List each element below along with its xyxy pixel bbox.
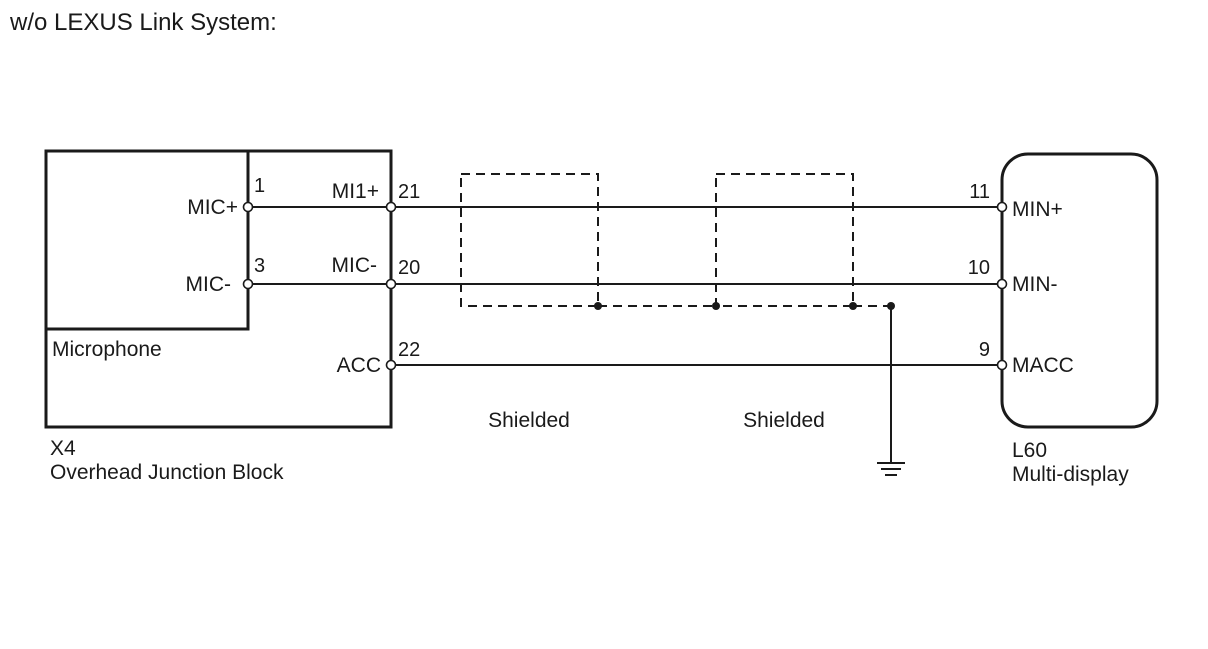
md-pin-number: 11 — [969, 181, 990, 203]
ground-icon — [877, 306, 905, 476]
diagram-title: w/o LEXUS Link System: — [9, 9, 277, 36]
junction-block-name: Overhead Junction Block — [50, 461, 284, 484]
shield-box-1 — [460, 173, 599, 307]
junction-block-code: X4 — [50, 437, 76, 460]
terminal-jb-21 — [385, 201, 397, 213]
md-pin-label: MIN- — [1012, 273, 1058, 296]
mic-pin-label: MIC- — [186, 273, 232, 296]
jb-pin-label: MIC- — [332, 254, 378, 277]
jb-pin-number: 22 — [398, 339, 420, 361]
mic-pin-number: 3 — [254, 255, 265, 277]
terminal-jb-22 — [385, 359, 397, 371]
md-pin-number: 9 — [979, 339, 990, 361]
shield-joint-dot-1 — [594, 302, 602, 310]
shield-box-2 — [715, 173, 854, 307]
terminal-mic-plus — [242, 201, 254, 213]
shield-label: Shielded — [488, 409, 570, 432]
md-pin-label: MIN+ — [1012, 198, 1063, 221]
shield-label: Shielded — [743, 409, 825, 432]
terminal-md-9 — [996, 359, 1008, 371]
multi-display-code: L60 — [1012, 439, 1047, 462]
mic-pin-number: 1 — [254, 175, 265, 197]
md-pin-label: MACC — [1012, 354, 1074, 377]
shield-joint-dot-2 — [712, 302, 720, 310]
terminal-md-10 — [996, 278, 1008, 290]
shield-joint-dot-3 — [849, 302, 857, 310]
multi-display-box — [1000, 152, 1159, 429]
microphone-box — [44, 149, 250, 331]
md-pin-number: 10 — [968, 257, 990, 279]
terminal-mic-minus — [242, 278, 254, 290]
multi-display-name: Multi-display — [1012, 463, 1129, 486]
jb-pin-label: MI1+ — [332, 180, 379, 203]
jb-pin-number: 21 — [398, 181, 420, 203]
terminal-jb-20 — [385, 278, 397, 290]
terminal-md-11 — [996, 201, 1008, 213]
microphone-name: Microphone — [52, 338, 162, 361]
mic-pin-label: MIC+ — [187, 196, 238, 219]
jb-pin-label: ACC — [337, 354, 381, 377]
jb-pin-number: 20 — [398, 257, 420, 279]
